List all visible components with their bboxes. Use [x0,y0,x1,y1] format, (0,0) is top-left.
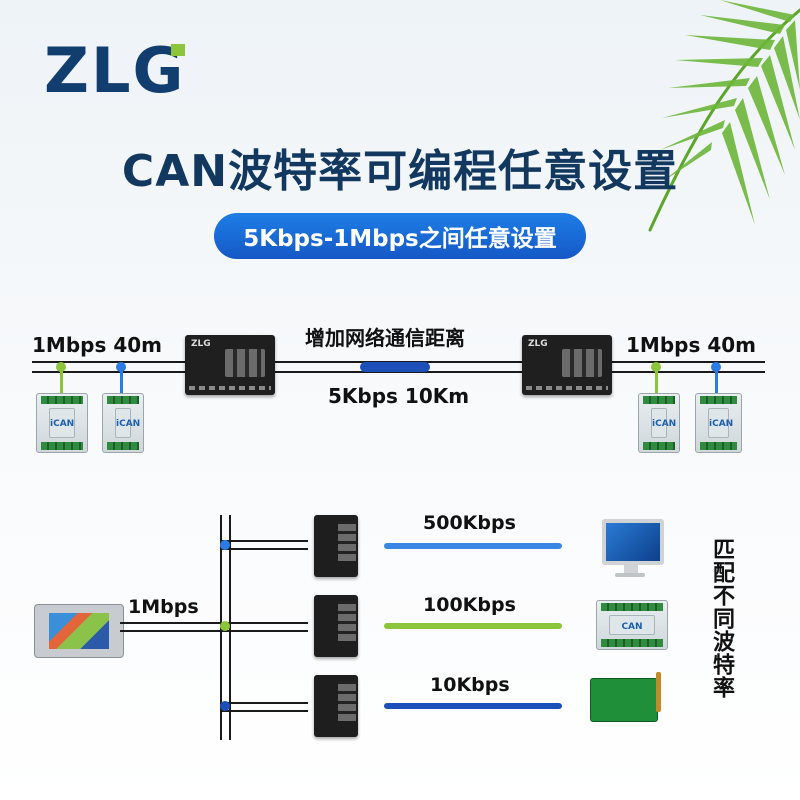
drop-line-green [60,366,63,394]
wireless-pcb-icon [590,678,658,722]
node-dot-green [651,362,661,372]
can-bridge-small [314,515,358,577]
junction-dot-darkblue [220,701,230,711]
node-dot-blue [711,362,721,372]
branch-line [220,710,308,712]
desktop-computer-icon [602,519,664,565]
can-module-icon: iCAN [102,393,144,453]
gateway-logo-icon: ZLG [191,339,211,349]
junction-dot-blue [220,540,230,550]
can-module-icon: iCAN [36,393,88,453]
junction-dot-green [220,621,230,631]
palm-leaf-decoration [648,0,800,232]
side-caption: 匹配不同波特率 [709,538,734,699]
trunk-line-right [229,515,231,740]
page-title: CAN波特率可编程任意设置 [121,146,679,197]
rate-bar-500k [384,543,562,549]
can-bridge-small [314,675,358,737]
drop-line-green [655,366,658,394]
long-distance-rate-label: 5Kbps 10Km [328,384,470,408]
subtitle-pill: 5Kbps-1Mbps之间任意设置 [214,213,586,259]
zlg-logo: ZLG [44,34,186,107]
can-bridge-left: ZLG [185,335,275,395]
gateway-terminals [526,386,608,390]
monitor-base [615,573,645,577]
top-bus-line-lower [32,371,765,373]
rate-bar-100k [384,623,562,629]
drop-line-blue [715,366,718,394]
source-line-lower [120,630,220,632]
hmi-panel-icon [34,604,124,658]
long-distance-segment [360,362,430,372]
gateway-ports [225,349,265,377]
monitor-stand [624,565,638,573]
node-dot-blue [116,362,126,372]
rate-label-10k: 10Kbps [430,674,510,696]
branch-line [220,702,308,704]
node-dot-green [56,362,66,372]
right-segment-label: 1Mbps 40m [626,333,756,357]
logo-accent-mark [171,44,185,56]
branch-line [220,630,308,632]
hmi-screen [49,613,109,649]
distance-label: 增加网络通信距离 [305,326,465,350]
rate-label-100k: 100Kbps [423,594,516,616]
rate-label-500k: 500Kbps [423,512,516,534]
antenna-icon [656,672,661,712]
can-module-icon: iCAN [638,393,680,453]
can-module-icon: iCAN [695,393,742,453]
gateway-logo-icon: ZLG [528,339,548,349]
source-line-upper [120,622,220,624]
can-module-icon: CAN [596,600,668,650]
can-bridge-right: ZLG [522,335,612,395]
gateway-terminals [189,386,271,390]
source-rate-label: 1Mbps [128,596,199,618]
gateway-ports [562,349,602,377]
branch-line [220,548,308,550]
branch-line [220,540,308,542]
drop-line-blue [120,366,123,394]
can-bridge-small [314,595,358,657]
left-segment-label: 1Mbps 40m [32,333,162,357]
branch-line [220,622,308,624]
rate-bar-10k [384,703,562,709]
